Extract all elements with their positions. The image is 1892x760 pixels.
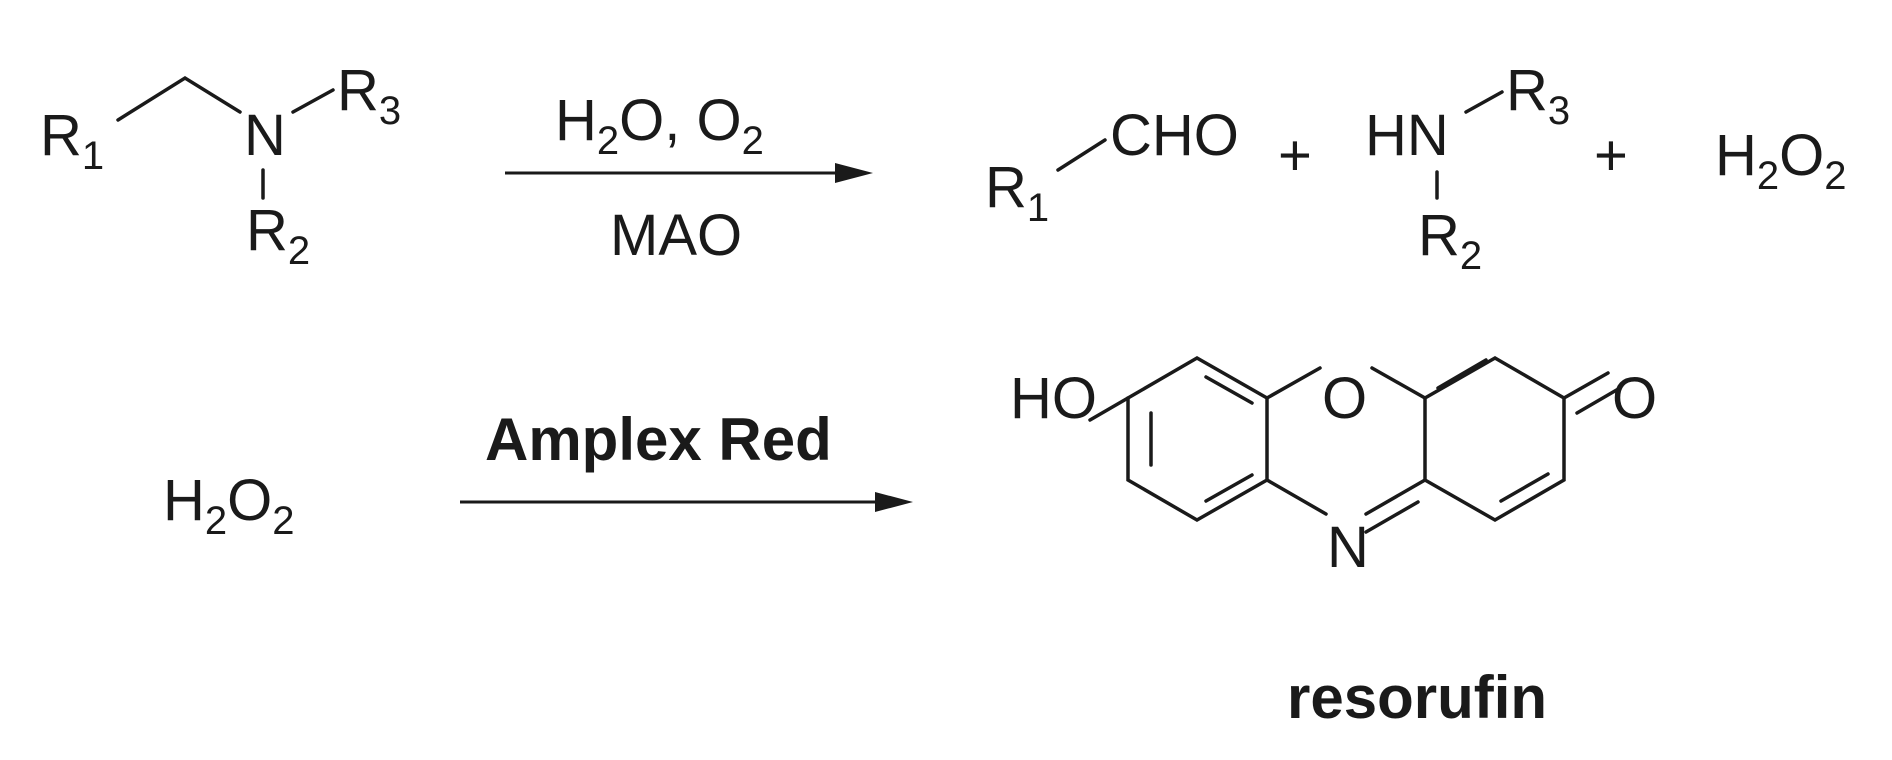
c-n-bond (1265, 478, 1328, 516)
amine-r3-label: R3 (1506, 58, 1570, 133)
reaction1-reactant: R1 N R3 R2 (40, 58, 401, 273)
n-c-double-bond-inner (1364, 500, 1420, 534)
product-name: resorufin (1287, 664, 1547, 731)
left-ring-double-bond (1204, 473, 1254, 503)
r1-label: R1 (40, 103, 104, 178)
plus-sign-1: + (1278, 123, 1312, 188)
ring-oxygen: O (1322, 366, 1367, 431)
right-ring-double-bond (1436, 358, 1488, 390)
peroxide-product: H2O2 (1715, 123, 1847, 198)
reaction2-arrow: Amplex Red (460, 406, 913, 512)
condition-water-oxygen: H2O, O2 (555, 88, 764, 163)
left-ring-double-bond (1204, 375, 1254, 405)
reaction1-products: R1 CHO + HN R3 R2 + H2O2 (985, 58, 1847, 278)
o-c-bridge-bond (1370, 366, 1427, 400)
resorufin-structure: HO O N O resorufin (1010, 355, 1657, 731)
aldehyde-r1-label: R1 (985, 155, 1049, 230)
c-oh-bond (1088, 396, 1130, 422)
ring-nitrogen: N (1327, 515, 1369, 580)
n-c-double-bond (1364, 478, 1427, 516)
right-ring-double-bond (1499, 472, 1550, 503)
n-atom: N (244, 103, 286, 168)
arrow-head (875, 492, 913, 512)
c-o-bridge-bond (1265, 366, 1322, 400)
reagent-amplex-red: Amplex Red (485, 406, 832, 473)
arrow-head (835, 163, 873, 183)
r3-label: R3 (337, 58, 401, 133)
carbonyl-bond (1562, 371, 1610, 400)
hydroxyl-label: HO (1010, 366, 1097, 431)
reaction1-arrow: H2O, O2 MAO (505, 88, 873, 268)
condition-mao: MAO (610, 203, 742, 268)
plus-sign-2: + (1594, 123, 1628, 188)
amine-r2-label: R2 (1418, 203, 1482, 278)
carbonyl-oxygen: O (1612, 366, 1657, 431)
c-ch2-n-bond (116, 75, 242, 122)
peroxide-reactant: H2O2 (163, 468, 295, 543)
reaction2-reactant: H2O2 (163, 468, 295, 543)
hn-r3-bond (1464, 90, 1504, 114)
right-ring (1423, 355, 1566, 523)
n-r3-bond (291, 88, 335, 114)
left-ring (1126, 355, 1269, 523)
r2-label: R2 (246, 198, 310, 273)
amine-hn: HN (1365, 103, 1449, 168)
carbonyl-double-bond (1575, 386, 1622, 415)
r1-cho-bond (1056, 138, 1107, 172)
aldehyde-group: CHO (1110, 103, 1239, 168)
